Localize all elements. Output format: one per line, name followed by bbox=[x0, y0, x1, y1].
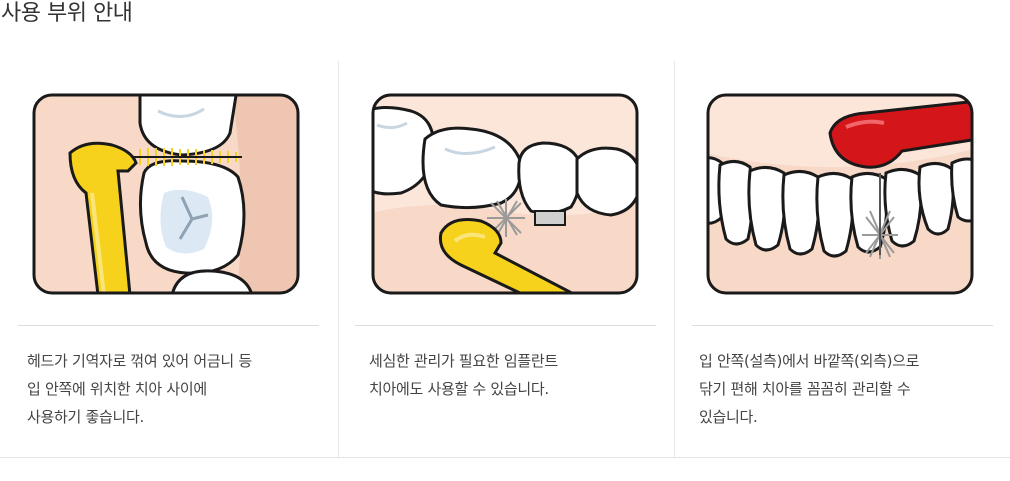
description-line: 닦기 편해 치아를 꼼꼼히 관리할 수 bbox=[699, 380, 911, 398]
usage-guide-grid: 헤드가 기역자로 꺾여 있어 어금니 등 입 안쪽에 위치한 치아 사이에 사용… bbox=[0, 61, 1010, 458]
usage-panel-molars: 헤드가 기역자로 꺾여 있어 어금니 등 입 안쪽에 위치한 치아 사이에 사용… bbox=[0, 61, 337, 457]
page-title: 사용 부위 안내 bbox=[1, 1, 133, 26]
usage-description: 입 안쪽(설측)에서 바깥쪽(외측)으로 닦기 편해 치아를 꼼꼼히 관리할 수… bbox=[699, 347, 999, 431]
description-line: 사용하기 좋습니다. bbox=[27, 408, 144, 426]
usage-description: 세심한 관리가 필요한 임플란트 치아에도 사용할 수 있습니다. bbox=[369, 347, 659, 403]
panel-divider bbox=[355, 325, 656, 326]
panel-divider bbox=[18, 325, 319, 326]
panel-divider bbox=[692, 325, 993, 326]
description-line: 있습니다. bbox=[699, 408, 758, 426]
implant-cleaning-illustration bbox=[371, 93, 639, 295]
description-line: 헤드가 기역자로 꺾여 있어 어금니 등 bbox=[27, 352, 252, 370]
description-line: 입 안쪽(설측)에서 바깥쪽(외측)으로 bbox=[699, 352, 920, 370]
description-line: 입 안쪽에 위치한 치아 사이에 bbox=[27, 380, 207, 398]
usage-panel-implant: 세심한 관리가 필요한 임플란트 치아에도 사용할 수 있습니다. bbox=[338, 61, 674, 457]
usage-panel-lingual: 입 안쪽(설측)에서 바깥쪽(외측)으로 닦기 편해 치아를 꼼꼼히 관리할 수… bbox=[674, 61, 1010, 457]
lingual-cleaning-illustration bbox=[706, 93, 974, 295]
usage-description: 헤드가 기역자로 꺾여 있어 어금니 등 입 안쪽에 위치한 치아 사이에 사용… bbox=[27, 347, 327, 431]
description-line: 치아에도 사용할 수 있습니다. bbox=[369, 380, 549, 398]
molar-interdental-illustration bbox=[32, 93, 300, 295]
description-line: 세심한 관리가 필요한 임플란트 bbox=[369, 352, 558, 370]
